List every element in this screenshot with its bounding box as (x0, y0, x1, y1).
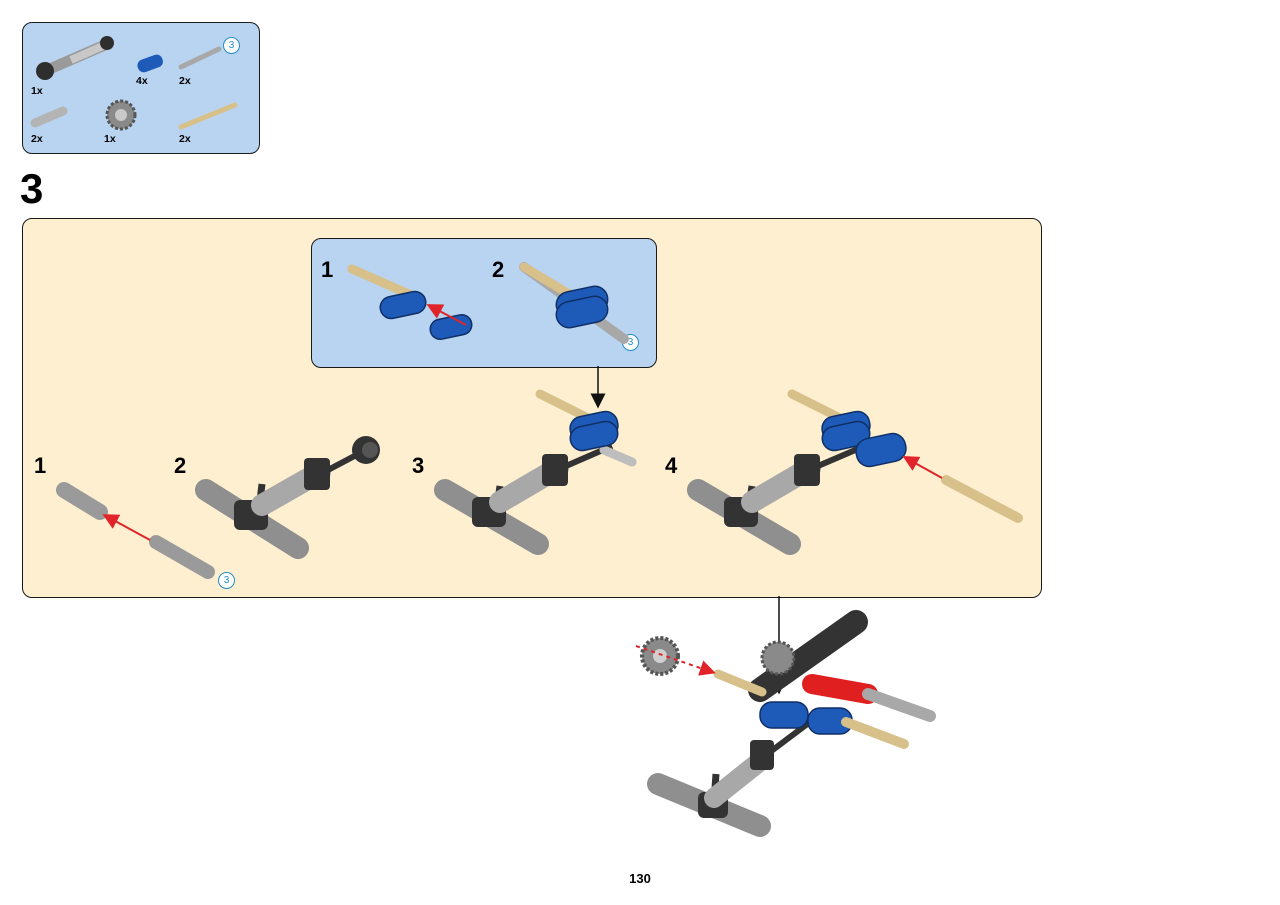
sequence-step-3-illustration (434, 389, 637, 555)
blue-connector-part (137, 54, 163, 73)
sub-assembly-panel: 1 2 3 (311, 238, 657, 368)
page-number: 130 (629, 871, 651, 886)
qty-blue-connector: 4x (136, 75, 148, 87)
parts-illustrations (30, 36, 238, 131)
qty-bush: 2x (31, 133, 43, 145)
sub-step-2-number: 2 (492, 257, 505, 282)
sequence-step-4-number: 4 (665, 453, 678, 478)
step-number: 3 (20, 165, 44, 212)
sequence-step-2-number: 2 (174, 453, 187, 478)
sub-step-1-number: 1 (321, 257, 334, 282)
final-assembly-illustration (635, 610, 936, 837)
sequence-step-3-number: 3 (412, 453, 425, 478)
sequence-step-1-length-badge: 3 (218, 572, 235, 589)
gear-part (105, 99, 137, 131)
sub-assembly-illustration (347, 262, 629, 344)
qty-shock-absorber: 1x (31, 85, 43, 97)
parts-list: 1x 4x 2x 3 2x 1x 2x (22, 22, 260, 154)
qty-grey-axle: 2x (179, 75, 191, 87)
sequence-step-2-illustration (195, 436, 380, 559)
qty-tan-axle: 2x (179, 133, 191, 145)
shock-absorber-part (36, 36, 114, 80)
qty-gear: 1x (104, 133, 116, 145)
axle-length-badge: 3 (223, 37, 240, 54)
tan-axle-part (178, 102, 238, 130)
grey-axle-part (178, 46, 222, 70)
sequence-step-4-illustration (687, 389, 1023, 555)
sequence-step-1-illustration (56, 482, 215, 579)
sequence-step-1-number: 1 (34, 453, 47, 478)
bush-part (30, 106, 68, 128)
